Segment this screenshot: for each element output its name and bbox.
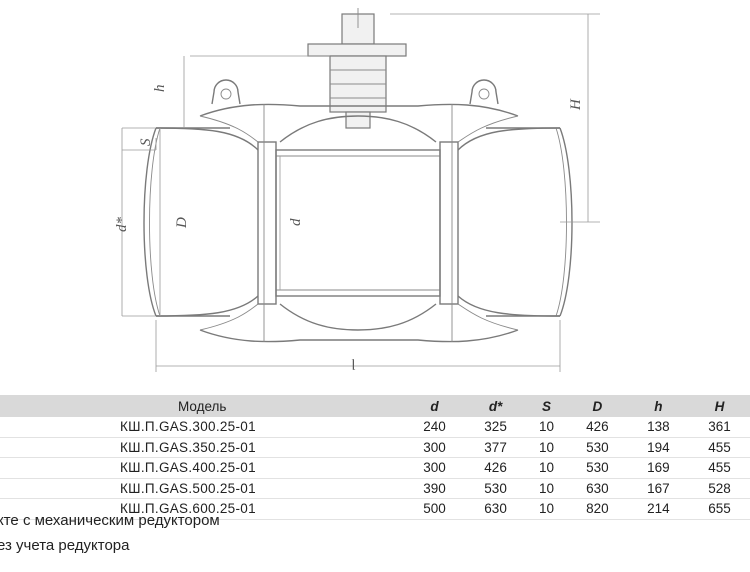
dim-label-H: H <box>568 98 584 111</box>
stem-assembly <box>307 8 407 129</box>
cell-H: 528 <box>688 478 750 499</box>
cell-d: 300 <box>404 437 466 458</box>
header-model: Модель <box>0 395 404 417</box>
header-d: d <box>404 395 466 417</box>
cell-S: 10 <box>526 437 567 458</box>
cell-d-star: 530 <box>465 478 527 499</box>
cell-H: 361 <box>688 417 750 438</box>
dimension-lines <box>121 13 600 372</box>
table-header-row: Модель d d* S D h H <box>0 395 750 417</box>
spec-table: Модель d d* S D h H КШ.П.GAS.300.25-01 2… <box>0 395 750 520</box>
cell-S: 10 <box>526 457 567 479</box>
table-row: КШ.П.GAS.300.25-01 240 325 10 426 138 36… <box>0 417 750 438</box>
cell-d-star: 325 <box>465 417 527 438</box>
table-row: КШ.П.GAS.400.25-01 300 426 10 530 169 45… <box>0 457 750 479</box>
dim-label-d-star: d* <box>114 217 130 233</box>
header-d-star: d* <box>465 395 527 417</box>
cell-d: 390 <box>404 478 466 499</box>
valve-body <box>155 103 561 343</box>
cell-h: 194 <box>627 437 689 458</box>
cell-d: 240 <box>404 417 466 438</box>
dim-label-D: D <box>174 217 190 229</box>
dim-label-h: h <box>152 85 168 93</box>
cell-h: 214 <box>627 498 689 520</box>
dim-label-l: l <box>350 357 357 373</box>
cell-H: 655 <box>688 498 750 520</box>
lifting-lugs <box>211 79 499 105</box>
cell-d: 500 <box>404 498 466 520</box>
header-H: H <box>688 395 750 417</box>
valve-drawing: h S d* D d H l <box>114 8 600 374</box>
table-row: КШ.П.GAS.350.25-01 300 377 10 530 194 45… <box>0 437 750 458</box>
cell-model: КШ.П.GAS.350.25-01 <box>0 437 404 458</box>
header-S: S <box>526 395 567 417</box>
cell-D: 530 <box>566 437 628 458</box>
cell-D: 426 <box>566 417 628 438</box>
cell-H: 455 <box>688 437 750 458</box>
table-row: КШ.П.GAS.500.25-01 390 530 10 630 167 52… <box>0 478 750 499</box>
cell-model: КШ.П.GAS.500.25-01 <box>0 478 404 499</box>
cell-h: 169 <box>627 457 689 479</box>
table-row: КШ.П.GAS.600.25-01 500 630 10 820 214 65… <box>0 498 750 520</box>
cell-d: 300 <box>404 457 466 479</box>
header-h: h <box>627 395 689 417</box>
cell-d-star: 377 <box>465 437 527 458</box>
cell-d-star: 426 <box>465 457 527 479</box>
cell-model: КШ.П.GAS.300.25-01 <box>0 417 404 438</box>
cell-S: 10 <box>526 417 567 438</box>
cell-D: 820 <box>566 498 628 520</box>
cell-H: 455 <box>688 457 750 479</box>
pipe-ends <box>143 127 573 317</box>
dim-label-d: d <box>288 218 304 226</box>
cell-S: 10 <box>526 478 567 499</box>
cell-D: 630 <box>566 478 628 499</box>
cell-D: 530 <box>566 457 628 479</box>
cell-h: 138 <box>627 417 689 438</box>
cell-model: КШ.П.GAS.400.25-01 <box>0 457 404 479</box>
footnote-gearbox: кте с механическим редуктором <box>0 512 220 529</box>
dim-label-S: S <box>138 138 154 146</box>
footnote-without-gearbox: ез учета редуктора <box>0 537 130 554</box>
cell-h: 167 <box>627 478 689 499</box>
cell-model: КШ.П.GAS.600.25-01 <box>0 498 404 520</box>
cell-S: 10 <box>526 498 567 520</box>
cell-d-star: 630 <box>465 498 527 520</box>
header-D: D <box>566 395 628 417</box>
